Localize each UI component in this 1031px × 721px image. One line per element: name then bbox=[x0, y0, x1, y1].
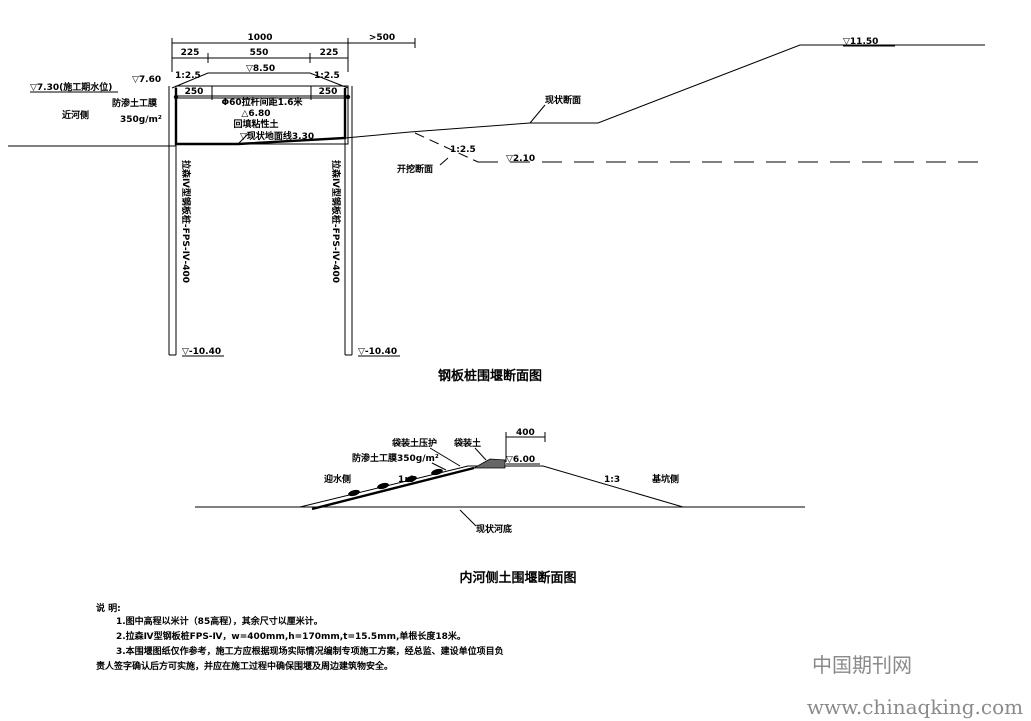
tie-rod-label: Φ60拉杆间距1.6米 bbox=[221, 96, 303, 108]
dim-total: 1000 bbox=[247, 33, 272, 43]
earth-cofferdam-section: 400 袋装土压护 袋装土 防渗土工膜350g/m² ▽6.00 迎水侧 1:4… bbox=[195, 428, 805, 586]
membrane-label-b: 350g/m² bbox=[120, 115, 162, 125]
membrane-label: 防渗土工膜350g/m² bbox=[352, 452, 439, 464]
existing-ground-line bbox=[344, 44, 985, 139]
watermark-line1: 中国期刊网 bbox=[812, 653, 912, 677]
membrane-label-a: 防渗土工膜 bbox=[112, 97, 158, 109]
elev-far-right: ▽11.50 bbox=[843, 37, 878, 47]
bag-press-label: 袋装土压护 bbox=[391, 437, 437, 449]
elev-top2: ▽6.00 bbox=[506, 455, 535, 465]
watermark: 中国期刊网 www.chinaqking.com bbox=[807, 653, 1023, 719]
backfill-label: 回填粘性土 bbox=[233, 118, 278, 130]
dim-inner-left: 250 bbox=[185, 87, 204, 97]
dim-inner-right: 250 bbox=[319, 87, 338, 97]
pile-left-label: 拉森Ⅳ型钢板桩-FPS-Ⅳ-400 bbox=[180, 160, 192, 283]
dim-beyond: >500 bbox=[369, 33, 395, 43]
dim-top-width: 400 bbox=[516, 428, 535, 438]
dimension-lines bbox=[171, 38, 416, 72]
elev-top: ▽8.50 bbox=[246, 64, 275, 74]
sheet-pile-section: 1000 >500 225 550 225 1:2.5 1:2.5 ▽8.50 … bbox=[8, 33, 985, 384]
water-side-label: 迎水侧 bbox=[324, 473, 351, 485]
note-4: 责人签字确认后方可实施，并应在施工过程中确保围堰及周边建筑物安全。 bbox=[96, 660, 393, 672]
slope-top-right: 1:2.5 bbox=[314, 71, 340, 81]
slope-excavation: 1:2.5 bbox=[450, 145, 476, 155]
elev-pit-bottom: ▽现状地面线3.30 bbox=[240, 130, 314, 142]
excavation-section-label: 开挖断面 bbox=[397, 163, 433, 175]
note-3: 3.本围堰图纸仅作参考，施工方应根据现场实际情况编制专项施工方案，经总监、建设单… bbox=[116, 645, 504, 657]
dim-right: 225 bbox=[320, 48, 339, 58]
note-2: 2.拉森Ⅳ型钢板桩FPS-Ⅳ，w=400mm,h=170mm,t=15.5mm,… bbox=[116, 630, 466, 642]
elev-pile-right: ▽-10.40 bbox=[358, 347, 397, 357]
sheet-pile-right bbox=[344, 86, 353, 356]
riverbed-label: 现状河底 bbox=[476, 523, 512, 535]
embankment-top bbox=[171, 72, 349, 89]
dim-left: 225 bbox=[181, 48, 200, 58]
membrane-slope bbox=[311, 466, 475, 511]
elev-excavation: ▽2.10 bbox=[506, 154, 535, 164]
slope-right: 1:3 bbox=[604, 475, 620, 485]
slope-left: 1:4 bbox=[398, 475, 414, 485]
watermark-line2: www.chinaqking.com bbox=[807, 695, 1023, 719]
elev-left-top: ▽7.60 bbox=[132, 75, 161, 85]
sheet-pile-left bbox=[168, 86, 177, 356]
elev-water: ▽7.30(施工期水位) bbox=[30, 81, 112, 93]
notes: 说 明: 1.图中高程以米计（85高程），其余尺寸以厘米计。 2.拉森Ⅳ型钢板桩… bbox=[96, 602, 504, 672]
slope-top-left: 1:2.5 bbox=[175, 71, 201, 81]
near-river-label: 近河侧 bbox=[62, 109, 89, 121]
section1-title: 钢板桩围堰断面图 bbox=[438, 368, 542, 384]
existing-section-label: 现状断面 bbox=[545, 94, 581, 106]
elev-inner: △6.80 bbox=[241, 109, 270, 119]
embankment-outline bbox=[299, 465, 684, 508]
elev-pile-left: ▽-10.40 bbox=[182, 347, 221, 357]
pile-right-label: 拉森Ⅳ型钢板桩-FPS-Ⅳ-400 bbox=[330, 160, 342, 283]
bag-soil-pile bbox=[472, 458, 506, 469]
dim-middle: 550 bbox=[250, 48, 269, 58]
section2-title: 内河侧土围堰断面图 bbox=[459, 570, 576, 586]
bag-soil-label: 袋装土 bbox=[453, 437, 481, 449]
notes-heading: 说 明: bbox=[96, 602, 121, 614]
note-1: 1.图中高程以米计（85高程），其余尺寸以厘米计。 bbox=[116, 615, 323, 627]
pit-side-label: 基坑侧 bbox=[651, 473, 679, 485]
